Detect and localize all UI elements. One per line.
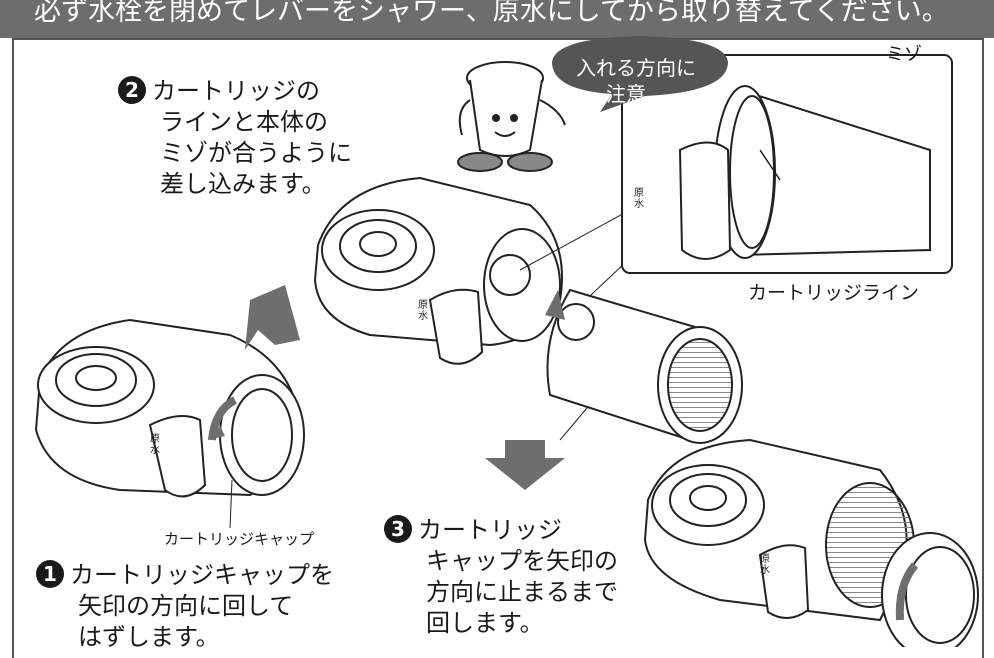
step-2-number: 2 xyxy=(118,76,146,104)
cartridge-line-label: カートリッジライン xyxy=(748,282,920,304)
callout-text: 入れる方向に 注意。 xyxy=(576,56,696,106)
lever-mark-inset: 原水 xyxy=(634,188,644,210)
arrow-insert xyxy=(545,290,565,320)
faucet-unit-step3 xyxy=(643,438,979,647)
step-1-number: 1 xyxy=(36,560,64,588)
callout-bubble xyxy=(552,36,728,112)
lever-mark-step3: 原水 xyxy=(760,554,770,576)
instruction-frame xyxy=(12,38,984,658)
cartridge-cap-label: カートリッジキャップ xyxy=(164,530,315,548)
arrow-up-right xyxy=(245,285,300,350)
faucet-unit-step2 xyxy=(313,149,741,441)
arrow-down xyxy=(485,440,565,490)
detail-inset xyxy=(621,54,953,274)
lever-mark-step2: 原水 xyxy=(418,300,428,322)
cartridge xyxy=(546,288,743,444)
mascot-illustration xyxy=(457,61,566,172)
warning-banner: 必ず水栓を閉めてレバーをシャワー、原水にしてから取り替えてください。 xyxy=(0,0,994,38)
faucet-unit-step1 xyxy=(34,318,305,529)
step-3-number: 3 xyxy=(384,515,412,543)
lever-mark-step1: 原水 xyxy=(150,434,160,456)
groove-label: ミゾ xyxy=(886,44,922,65)
